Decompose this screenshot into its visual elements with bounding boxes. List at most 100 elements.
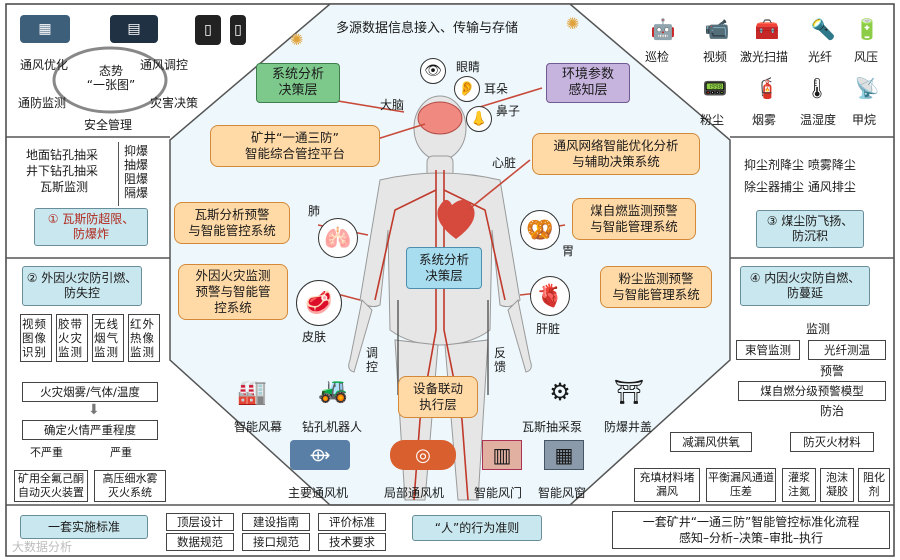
banner-data-ingest: 多源数据信息接入、传输与存储 [336, 21, 519, 36]
neuron-icon-2: ✺ [566, 14, 580, 33]
liver-icon: 🫀 [530, 276, 570, 316]
fire-step-detect: 火灾烟雾/气体/温度 [22, 382, 158, 402]
equip-explosion-cover: 防爆井盖 [604, 420, 653, 434]
smart-door-icon: ▥ [482, 440, 522, 470]
process-box: 一套矿井“一通三防”智能管控标准化流程 感知–分析–决策–审批–执行 [612, 511, 890, 549]
branch-minor: 不严重 [30, 446, 63, 459]
sensor-inspection: 巡检 [645, 50, 670, 64]
fiber-sensor-icon: 🔦 [810, 17, 836, 41]
sensor-smoke: 烟雾 [752, 113, 777, 127]
organ-brain-label: 大脑 [380, 98, 405, 112]
gas-pump-icon: ⚙ [549, 378, 571, 406]
std-top-design: 顶层设计 [166, 513, 234, 531]
air-curtain-icon: 🏭 [237, 378, 267, 406]
method-wireless: 无线烟气监测 [92, 314, 124, 362]
human-behavior: “人”的行为准则 [412, 515, 542, 541]
organ-liver-label: 肝脏 [536, 322, 561, 336]
organ-heart-label: 心脏 [492, 156, 517, 170]
branch-severe: 严重 [110, 446, 132, 459]
smoke-sensor-icon: 🧯 [754, 76, 780, 100]
equip-air-curtain: 智能风幕 [234, 420, 283, 434]
internal-fire-tag: ④ 内因火灾防自燃、 防蔓延 [740, 266, 870, 306]
skin-icon: 🥩 [296, 280, 342, 326]
std-evaluation: 评价标准 [318, 513, 386, 531]
gas-method-2: 抽爆 [124, 158, 149, 172]
std-tech: 技术要求 [318, 533, 386, 551]
drilling-robot-icon: 🚜 [318, 376, 348, 404]
nose-icon: 👃 [466, 106, 492, 132]
linkage-layer: 设备联动 执行层 [398, 376, 478, 418]
external-fire-tag: ② 外因火灾防引燃、 防失控 [22, 266, 142, 306]
gas-surface-drilling: 地面钻孔抽采 [26, 148, 99, 162]
label-warn: 预警 [820, 364, 845, 378]
dust-line1: 抑尘剂降尘 喷雾降尘 [744, 158, 856, 172]
monitor-fiber: 光纤测温 [808, 340, 886, 360]
equip-local-fan: 局部通风机 [384, 486, 445, 500]
laser-scanner-icon: 🧰 [754, 17, 780, 41]
dust-line2: 除尘器捕尘 通风排尘 [744, 180, 856, 194]
leaf-inhibitor: 阻化剂 [858, 468, 890, 502]
leaf-balance: 平衡漏风通道压差 [706, 468, 776, 502]
sensor-laser: 激光扫描 [740, 50, 789, 64]
sensor-fiber: 光纤 [808, 50, 833, 64]
external-fire-box: 外因火灾监测 预警与智能管 控系统 [178, 264, 288, 320]
regulate-label: 调 控 [366, 346, 379, 374]
gas-warning-box: 瓦斯分析预警 与智能管控系统 [174, 202, 290, 244]
body-core-decision: 系统分析 决策层 [406, 247, 482, 289]
stomach-icon: 🥨 [520, 210, 560, 250]
organ-skin-label: 皮肤 [302, 330, 327, 344]
coal-fire-box: 煤自燃监测预警 与智能管理系统 [572, 198, 696, 240]
gas-divider [118, 142, 119, 206]
organ-ears-label: 耳朵 [484, 82, 509, 96]
process-line1: 一套矿井“一通三防”智能管控标准化流程 [642, 515, 860, 529]
leaf-foam: 泡沫凝胶 [820, 468, 854, 502]
std-data: 数据规范 [166, 533, 234, 551]
equip-smart-door: 智能风门 [474, 486, 523, 500]
category-material: 防灭火材料 [790, 432, 874, 452]
inspection-robot-icon: 🤖 [650, 17, 676, 41]
sensor-methane: 甲烷 [852, 113, 877, 127]
equip-drilling-robot: 钻孔机器人 [302, 420, 363, 434]
organ-lung-label: 肺 [308, 204, 321, 218]
neuron-icon: ✺ [290, 30, 304, 49]
organ-nose-label: 鼻子 [496, 104, 521, 118]
sensor-pressure: 风压 [854, 50, 879, 64]
sensor-humidity: 温湿度 [800, 113, 837, 127]
item-disaster-decision: 灾害决策 [150, 96, 199, 110]
std-interface: 接口规范 [242, 533, 310, 551]
platform-box: 矿井“一通三防” 智能综合管控平台 [210, 125, 380, 167]
ear-icon: 👂 [454, 76, 480, 102]
method-belt: 胶带火灾监测 [56, 314, 88, 362]
humidity-sensor-icon: 🌡 [804, 76, 830, 100]
arrow-down-icon: ⬇ [88, 402, 100, 418]
process-line2: 感知–分析–决策–审批–执行 [678, 531, 823, 545]
gas-method-3: 阻爆 [124, 172, 149, 186]
local-fan-icon: ◎ [390, 440, 456, 470]
methane-sensor-icon: 📡 [854, 76, 880, 100]
sensor-video: 视频 [703, 50, 728, 64]
equip-gas-pump: 瓦斯抽采泵 [522, 420, 583, 434]
video-camera-icon: 📹 [704, 17, 730, 41]
leaf-fill: 充填材料堵漏风 [634, 468, 700, 502]
sensor-dust: 粉尘 [700, 113, 725, 127]
equip-smart-window: 智能风窗 [538, 486, 587, 500]
method-infrared: 红外热像监测 [128, 314, 160, 362]
gas-underground-drilling: 井下钻孔抽采 [26, 164, 99, 178]
category-leak: 减漏风供氧 [670, 432, 752, 452]
phone-icon: ▯ [230, 15, 246, 45]
situation-map-label: 态势 “一张图” [86, 64, 136, 92]
equip-main-fan: 主要通风机 [288, 486, 349, 500]
outcome-water-mist: 高压细水雾 灭火系统 [94, 470, 166, 502]
gas-tag: ① 瓦斯防超限、 防爆炸 [34, 208, 148, 246]
display-screen-icon: ▤ [110, 15, 158, 43]
leaf-grout: 灌浆注氮 [782, 468, 816, 502]
monitor-icon: ▦ [20, 15, 70, 43]
item-monitoring: 通防监测 [18, 96, 67, 110]
dust-sensor-icon: 📟 [702, 76, 728, 100]
eye-icon: 👁 [420, 58, 446, 84]
system-analysis-top: 系统分析 决策层 [256, 63, 340, 103]
lung-icon: 🫁 [318, 218, 358, 258]
item-ventilation-control: 通风调控 [140, 58, 189, 72]
pressure-sensor-icon: 🔋 [854, 17, 880, 41]
outcome-fk5112: 矿用全氟己酮 自动灭火装置 [14, 470, 88, 502]
